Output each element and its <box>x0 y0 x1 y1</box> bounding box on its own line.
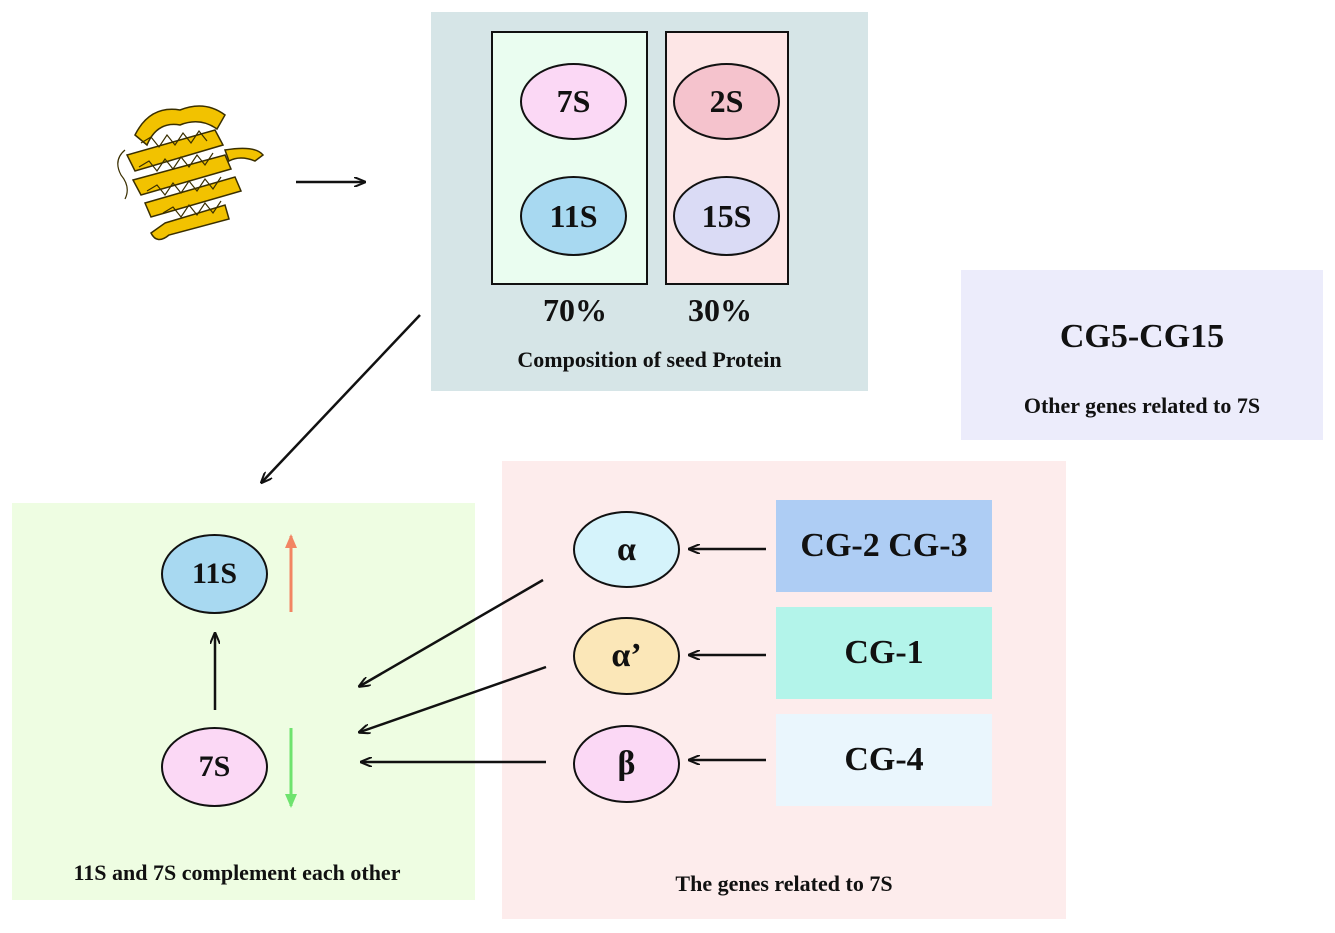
ellipse-11s: 11S <box>520 176 627 256</box>
genes-caption: The genes related to 7S <box>675 871 893 896</box>
other-genes-panel: CG5-CG15 Other genes related to 7S <box>961 270 1323 440</box>
arrow-composition-to-complement <box>262 314 421 482</box>
gene-box-cg2-cg3: CG-2 CG-3 <box>776 500 992 592</box>
protein-structure-icon <box>117 105 265 241</box>
complement-11s-label: 11S <box>191 557 238 590</box>
subunit-alpha-label: α <box>617 530 636 568</box>
subunit-beta: β <box>573 725 680 803</box>
percent-30: 30% <box>688 292 752 328</box>
ellipse-7s: 7S <box>520 63 627 140</box>
subunit-alpha: α <box>573 511 680 588</box>
subunit-alpha-prime-label: α’ <box>611 637 642 674</box>
percent-70: 70% <box>543 292 607 328</box>
ellipse-11s-label: 11S <box>549 197 598 234</box>
gene-box-cg4: CG-4 <box>776 714 992 806</box>
complement-7s-label: 7S <box>198 750 231 783</box>
composition-panel <box>431 12 868 391</box>
composition-caption: Composition of seed Protein <box>517 347 782 372</box>
complement-caption: 11S and 7S complement each other <box>73 860 401 885</box>
ellipse-2s: 2S <box>673 63 780 140</box>
subunit-beta-label: β <box>617 745 636 782</box>
ellipse-2s-label: 2S <box>709 83 744 119</box>
gene-label-cg2-cg3: CG-2 CG-3 <box>800 527 968 564</box>
ellipse-7s-label: 7S <box>556 83 591 119</box>
other-genes-caption: Other genes related to 7S <box>1023 393 1261 418</box>
ellipse-15s: 15S <box>673 176 780 256</box>
gene-label-cg1: CG-1 <box>844 634 924 671</box>
gene-box-cg1: CG-1 <box>776 607 992 699</box>
other-genes-title: CG5-CG15 <box>1059 318 1225 355</box>
complement-ellipse-7s: 7S <box>161 727 268 807</box>
ellipse-15s-label: 15S <box>701 197 752 234</box>
gene-label-cg4: CG-4 <box>844 741 924 778</box>
subunit-alpha-prime: α’ <box>573 617 680 695</box>
complement-ellipse-11s: 11S <box>161 534 268 614</box>
